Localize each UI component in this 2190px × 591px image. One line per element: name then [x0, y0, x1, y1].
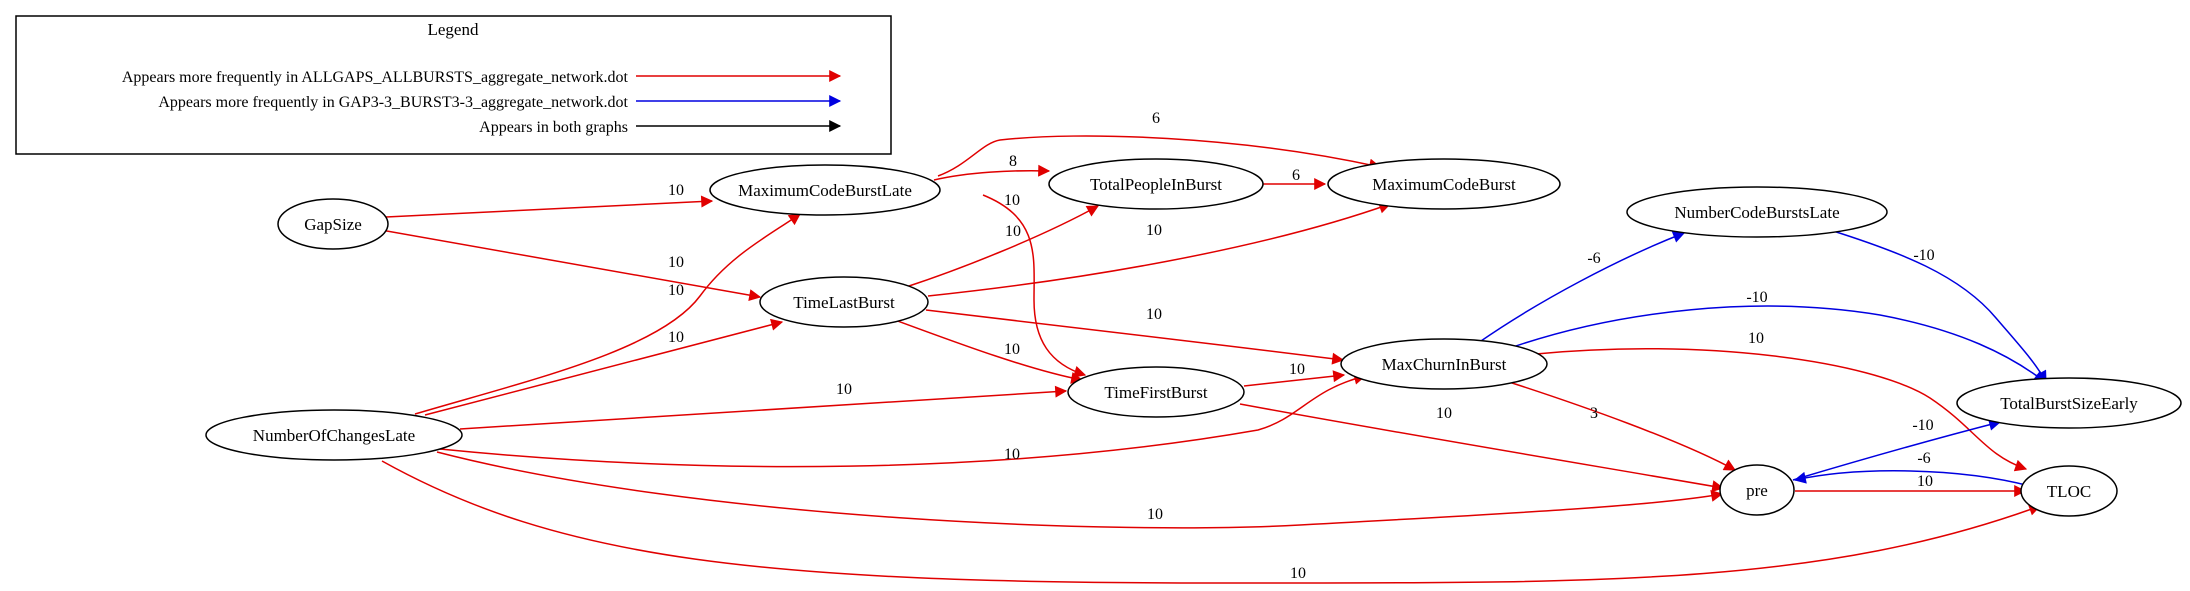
node-tloc: TLOC	[2020, 465, 2118, 517]
edge-label: 10	[668, 182, 684, 199]
node-totalburstsizeearly: TotalBurstSizeEarly	[1956, 377, 2182, 429]
node-label: GapSize	[304, 215, 362, 234]
node-maximumcodeburstlate: MaximumCodeBurstLate	[709, 164, 941, 216]
edge-label: 10	[1146, 222, 1162, 239]
edge-gapsize-to-timelastburst: 10	[380, 229, 762, 302]
edge-label: 10	[668, 254, 684, 271]
node-label: pre	[1746, 481, 1768, 500]
edge-label: 10	[1290, 565, 1306, 582]
node-maxchurninburst: MaxChurnInBurst	[1340, 338, 1548, 390]
node-gapsize: GapSize	[277, 198, 389, 250]
edge-timelastburst-to-timefirstburst: 10	[894, 319, 1084, 384]
edge-label: 10	[1748, 330, 1764, 347]
node-label: MaxChurnInBurst	[1382, 355, 1507, 374]
edge-maximumcodeburstlate-to-timefirstburst: 10	[982, 192, 1087, 378]
edge-label: 10	[1146, 306, 1162, 323]
node-pre: pre	[1719, 464, 1795, 516]
edge-maximumcodeburstlate-to-maximumcodeburst: 6	[937, 110, 1382, 177]
edge-tloc-to-totalburstsizeearly: -10	[1792, 417, 2002, 481]
edge-label: -10	[1912, 417, 1933, 434]
node-label: TLOC	[2047, 482, 2091, 501]
edge-label: 10	[1147, 506, 1163, 523]
node-label: NumberOfChangesLate	[253, 426, 415, 445]
edge-numberofchangeslate-to-tloc: 10	[381, 460, 2042, 584]
node-label: NumberCodeBurstsLate	[1674, 203, 1839, 222]
edge-tloc-to-pre: -6	[1793, 450, 2031, 487]
edge-label: 10	[1917, 473, 1933, 490]
edge-maximumcodeburstlate-to-totalpeopleinburst: 8	[933, 153, 1051, 181]
edge-label: 10	[1004, 446, 1020, 463]
edge-pre-to-tloc: 10	[1795, 473, 2027, 497]
edge-maxchurninburst-to-pre: 3	[1508, 381, 1737, 471]
edge-label: 10	[1004, 192, 1020, 209]
edge-label: -6	[1917, 450, 1930, 467]
edge-timelastburst-to-maximumcodeburst: 10	[927, 201, 1392, 297]
node-label: MaximumCodeBurst	[1372, 175, 1516, 194]
edge-label: 10	[668, 329, 684, 346]
node-numbercodeburstslate: NumberCodeBurstsLate	[1626, 186, 1888, 238]
legend-box	[15, 15, 892, 155]
edge-numberofchangeslate-to-timelastburst: 10	[424, 318, 784, 416]
edge-numberofchangeslate-to-maxchurninburst: 10	[439, 372, 1367, 468]
legend-entry-both-label: Appears in both graphs	[479, 119, 628, 136]
nodes: GapSize MaximumCodeBurstLate TotalPeople…	[205, 158, 2182, 517]
legend-title: Legend	[428, 20, 479, 39]
edge-label: 10	[1289, 361, 1305, 378]
legend-entry-allgaps-label: Appears more frequently in ALLGAPS_ALLBU…	[122, 69, 629, 86]
node-label: TotalBurstSizeEarly	[2000, 394, 2138, 413]
edge-maxchurninburst-to-numbercodeburstslate: -6	[1477, 231, 1686, 344]
edge-label: 8	[1009, 153, 1017, 170]
edge-timefirstburst-to-maxchurninburst: 10	[1243, 361, 1346, 387]
edge-label: 6	[1152, 110, 1160, 127]
edge-gapsize-to-maximumcodeburstlate: 10	[385, 182, 714, 218]
edge-timefirstburst-to-pre: 10	[1239, 403, 1725, 493]
edge-maxchurninburst-to-totalburstsizeearly: -10	[1509, 289, 2046, 383]
edge-label: -10	[1746, 289, 1767, 306]
edge-label: -6	[1587, 250, 1600, 267]
edge-label: 6	[1292, 167, 1300, 184]
edge-timelastburst-to-totalpeopleinburst: 10	[905, 205, 1100, 288]
node-timefirstburst: TimeFirstBurst	[1067, 366, 1245, 418]
node-timelastburst: TimeLastBurst	[759, 276, 929, 328]
edge-numberofchangeslate-to-maximumcodeburstlate: 10	[414, 213, 801, 415]
edges: 10 10 8 6 10 6 10	[380, 110, 2047, 584]
node-label: MaximumCodeBurstLate	[738, 181, 912, 200]
legend: Legend Appears more frequently in ALLGAP…	[15, 15, 892, 155]
legend-entry-gap3-label: Appears more frequently in GAP3-3_BURST3…	[158, 94, 628, 111]
edge-label: 10	[1004, 341, 1020, 358]
edge-maxchurninburst-to-tloc: 10	[1535, 330, 2028, 472]
edge-label: -10	[1913, 247, 1934, 264]
edge-label: 10	[668, 282, 684, 299]
edge-label: 10	[1436, 405, 1452, 422]
node-label: TimeFirstBurst	[1104, 383, 1208, 402]
edge-numbercodeburstslate-to-totalburstsizeearly: -10	[1829, 229, 2047, 384]
edge-totalpeopleinburst-to-maximumcodeburst: 6	[1263, 167, 1327, 190]
node-label: TotalPeopleInBurst	[1090, 175, 1222, 194]
node-totalpeopleinburst: TotalPeopleInBurst	[1048, 158, 1264, 210]
node-maximumcodeburst: MaximumCodeBurst	[1327, 158, 1561, 210]
edge-label: 10	[836, 381, 852, 398]
edge-label: 10	[1005, 223, 1021, 240]
edge-numberofchangeslate-to-pre: 10	[436, 451, 1724, 529]
edge-label: 3	[1590, 405, 1598, 422]
node-numberofchangeslate: NumberOfChangesLate	[205, 409, 463, 461]
node-label: TimeLastBurst	[793, 293, 895, 312]
edge-timelastburst-to-maxchurninburst: 10	[925, 306, 1345, 365]
edge-numberofchangeslate-to-timefirstburst: 10	[459, 381, 1068, 430]
